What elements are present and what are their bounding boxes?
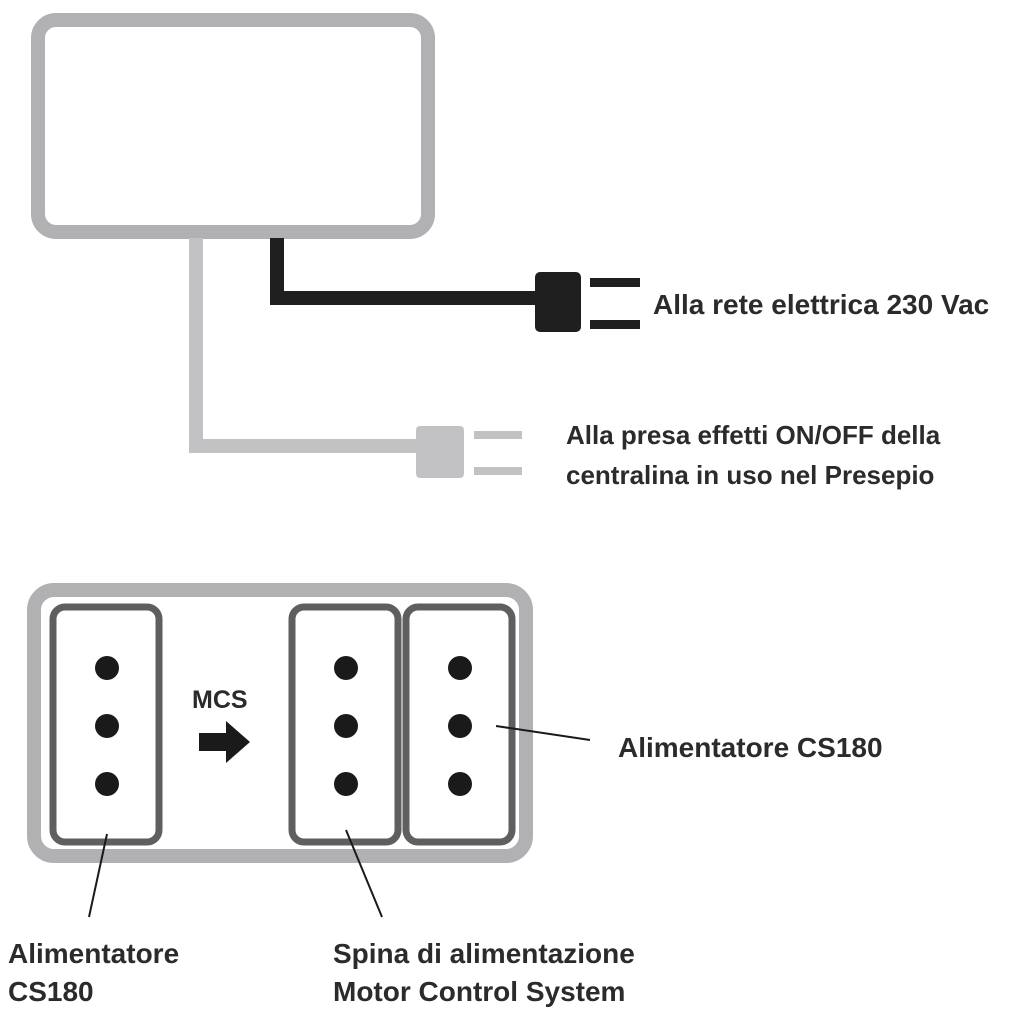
plug-label-line1: Spina di alimentazione xyxy=(333,938,635,969)
right-socket-pin-1 xyxy=(448,656,472,680)
effects-label-line2: centralina in uso nel Presepio xyxy=(566,460,934,490)
mains-plug-body xyxy=(535,272,581,332)
left-supply-label-line2: CS180 xyxy=(8,976,94,1007)
left-socket-pin-1 xyxy=(95,656,119,680)
right-supply-label: Alimentatore CS180 xyxy=(618,732,883,763)
middle-socket-pin-1 xyxy=(334,656,358,680)
plug-leader xyxy=(345,829,383,918)
mains-cable xyxy=(270,238,540,305)
effects-plug-prong-bottom xyxy=(474,467,522,475)
right-socket-pin-2 xyxy=(448,714,472,738)
middle-socket-pin-2 xyxy=(334,714,358,738)
left-socket-pin-2 xyxy=(95,714,119,738)
left-supply-leader xyxy=(88,833,108,918)
power-supply-box xyxy=(31,13,435,239)
mains-plug-prong-bottom xyxy=(590,320,640,329)
left-socket-pin-3 xyxy=(95,772,119,796)
middle-socket-pin-3 xyxy=(334,772,358,796)
effects-label-line1: Alla presa effetti ON/OFF della xyxy=(566,420,941,450)
mcs-label: MCS xyxy=(192,686,248,714)
plug-label-line2: Motor Control System xyxy=(333,976,625,1007)
effects-plug-prong-top xyxy=(474,431,522,439)
right-socket-pin-3 xyxy=(448,772,472,796)
effects-cable xyxy=(189,238,420,453)
mains-plug-prong-top xyxy=(590,278,640,287)
mcs-arrow-icon xyxy=(199,721,250,763)
effects-plug-body xyxy=(416,426,464,478)
mains-label: Alla rete elettrica 230 Vac xyxy=(653,289,989,320)
left-supply-label-line1: Alimentatore xyxy=(8,938,179,969)
right-supply-leader xyxy=(495,725,591,741)
